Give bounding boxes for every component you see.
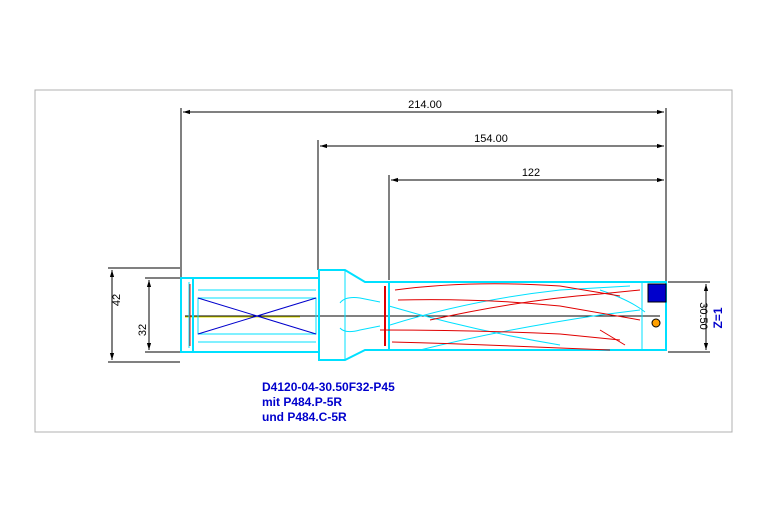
- extension-lines: [108, 108, 710, 363]
- shank: [180, 277, 320, 353]
- total-length-label: 214.00: [408, 99, 442, 111]
- shank-flat-cross: [197, 297, 317, 335]
- flute-length-label: 122: [522, 167, 540, 179]
- drill-diameter-label: 30.50: [697, 302, 709, 330]
- flutes: [379, 283, 641, 351]
- dimension-lines: [109, 109, 709, 360]
- teeth-count-label: Z=1: [711, 307, 725, 328]
- drill-body: [388, 281, 667, 351]
- insert-line-2: und P484.C-5R: [262, 410, 347, 424]
- insert-line-1: mit P484.P-5R: [262, 395, 342, 409]
- drawing-frame: [34, 89, 733, 433]
- cutting-insert: [647, 283, 667, 303]
- part-number: D4120-04-30.50F32-P45: [262, 380, 395, 394]
- insert-screw: [651, 318, 661, 328]
- collar: [318, 269, 390, 361]
- shank-height-label: 42: [111, 294, 123, 306]
- body-length-label: 154.00: [474, 133, 508, 145]
- shank-diameter-label: 32: [137, 324, 149, 336]
